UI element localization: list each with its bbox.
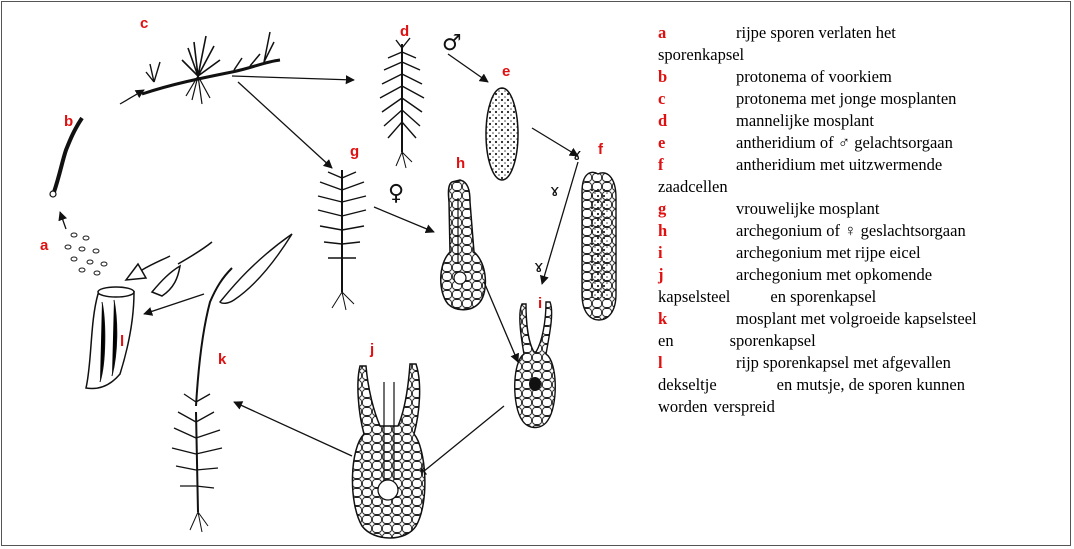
- arrow-c-to-g: [238, 82, 332, 168]
- archegonium-with-egg: [515, 302, 556, 428]
- label-b: b: [64, 113, 73, 130]
- label-k: k: [218, 351, 227, 368]
- label-d: d: [400, 23, 409, 40]
- protonema-with-young-plants: [142, 32, 280, 104]
- arrow-g-to-h: [374, 207, 434, 232]
- male-symbol: ♂: [442, 31, 462, 56]
- label-c: c: [140, 15, 148, 32]
- arrow-k-to-l: [144, 294, 204, 314]
- label-j: j: [369, 341, 374, 358]
- label-g: g: [350, 143, 359, 160]
- label-l: l: [120, 333, 124, 350]
- moss-plant-with-capsule: [172, 234, 292, 532]
- label-a: a: [40, 237, 49, 254]
- archegonium: [441, 180, 486, 310]
- female-symbol: ♀: [388, 181, 404, 206]
- female-moss-plant: [318, 170, 366, 310]
- sperm-symbol-1: ɤ: [572, 145, 582, 164]
- antheridium: [486, 88, 518, 180]
- spores: [65, 233, 107, 275]
- label-h: h: [456, 155, 465, 172]
- antheridium-releasing-sperm: [582, 172, 616, 320]
- arrow-a-to-b: [60, 212, 66, 229]
- arrow-b-to-c: [120, 90, 144, 104]
- arrow-f-to-i: [542, 162, 578, 284]
- arrow-i-to-j: [418, 406, 504, 476]
- label-i: i: [538, 295, 542, 312]
- archegonium-with-emerging-stalk: [352, 364, 424, 538]
- male-moss-plant: [380, 38, 424, 168]
- sperm-symbol-2: ɤ: [550, 181, 560, 200]
- arrow-h-to-i: [484, 282, 518, 362]
- arrow-j-to-k: [234, 402, 352, 456]
- label-e: e: [502, 63, 510, 80]
- label-f: f: [598, 141, 604, 158]
- arrow-c-to-d: [232, 76, 354, 80]
- arrow-d-to-e: [448, 54, 488, 82]
- sperm-symbol-3: ɤ: [534, 257, 544, 276]
- moss-life-cycle-diagram: ♂ ♀ ɤ ɤ ɤ a b c d e f g h i j k l: [2, 2, 652, 547]
